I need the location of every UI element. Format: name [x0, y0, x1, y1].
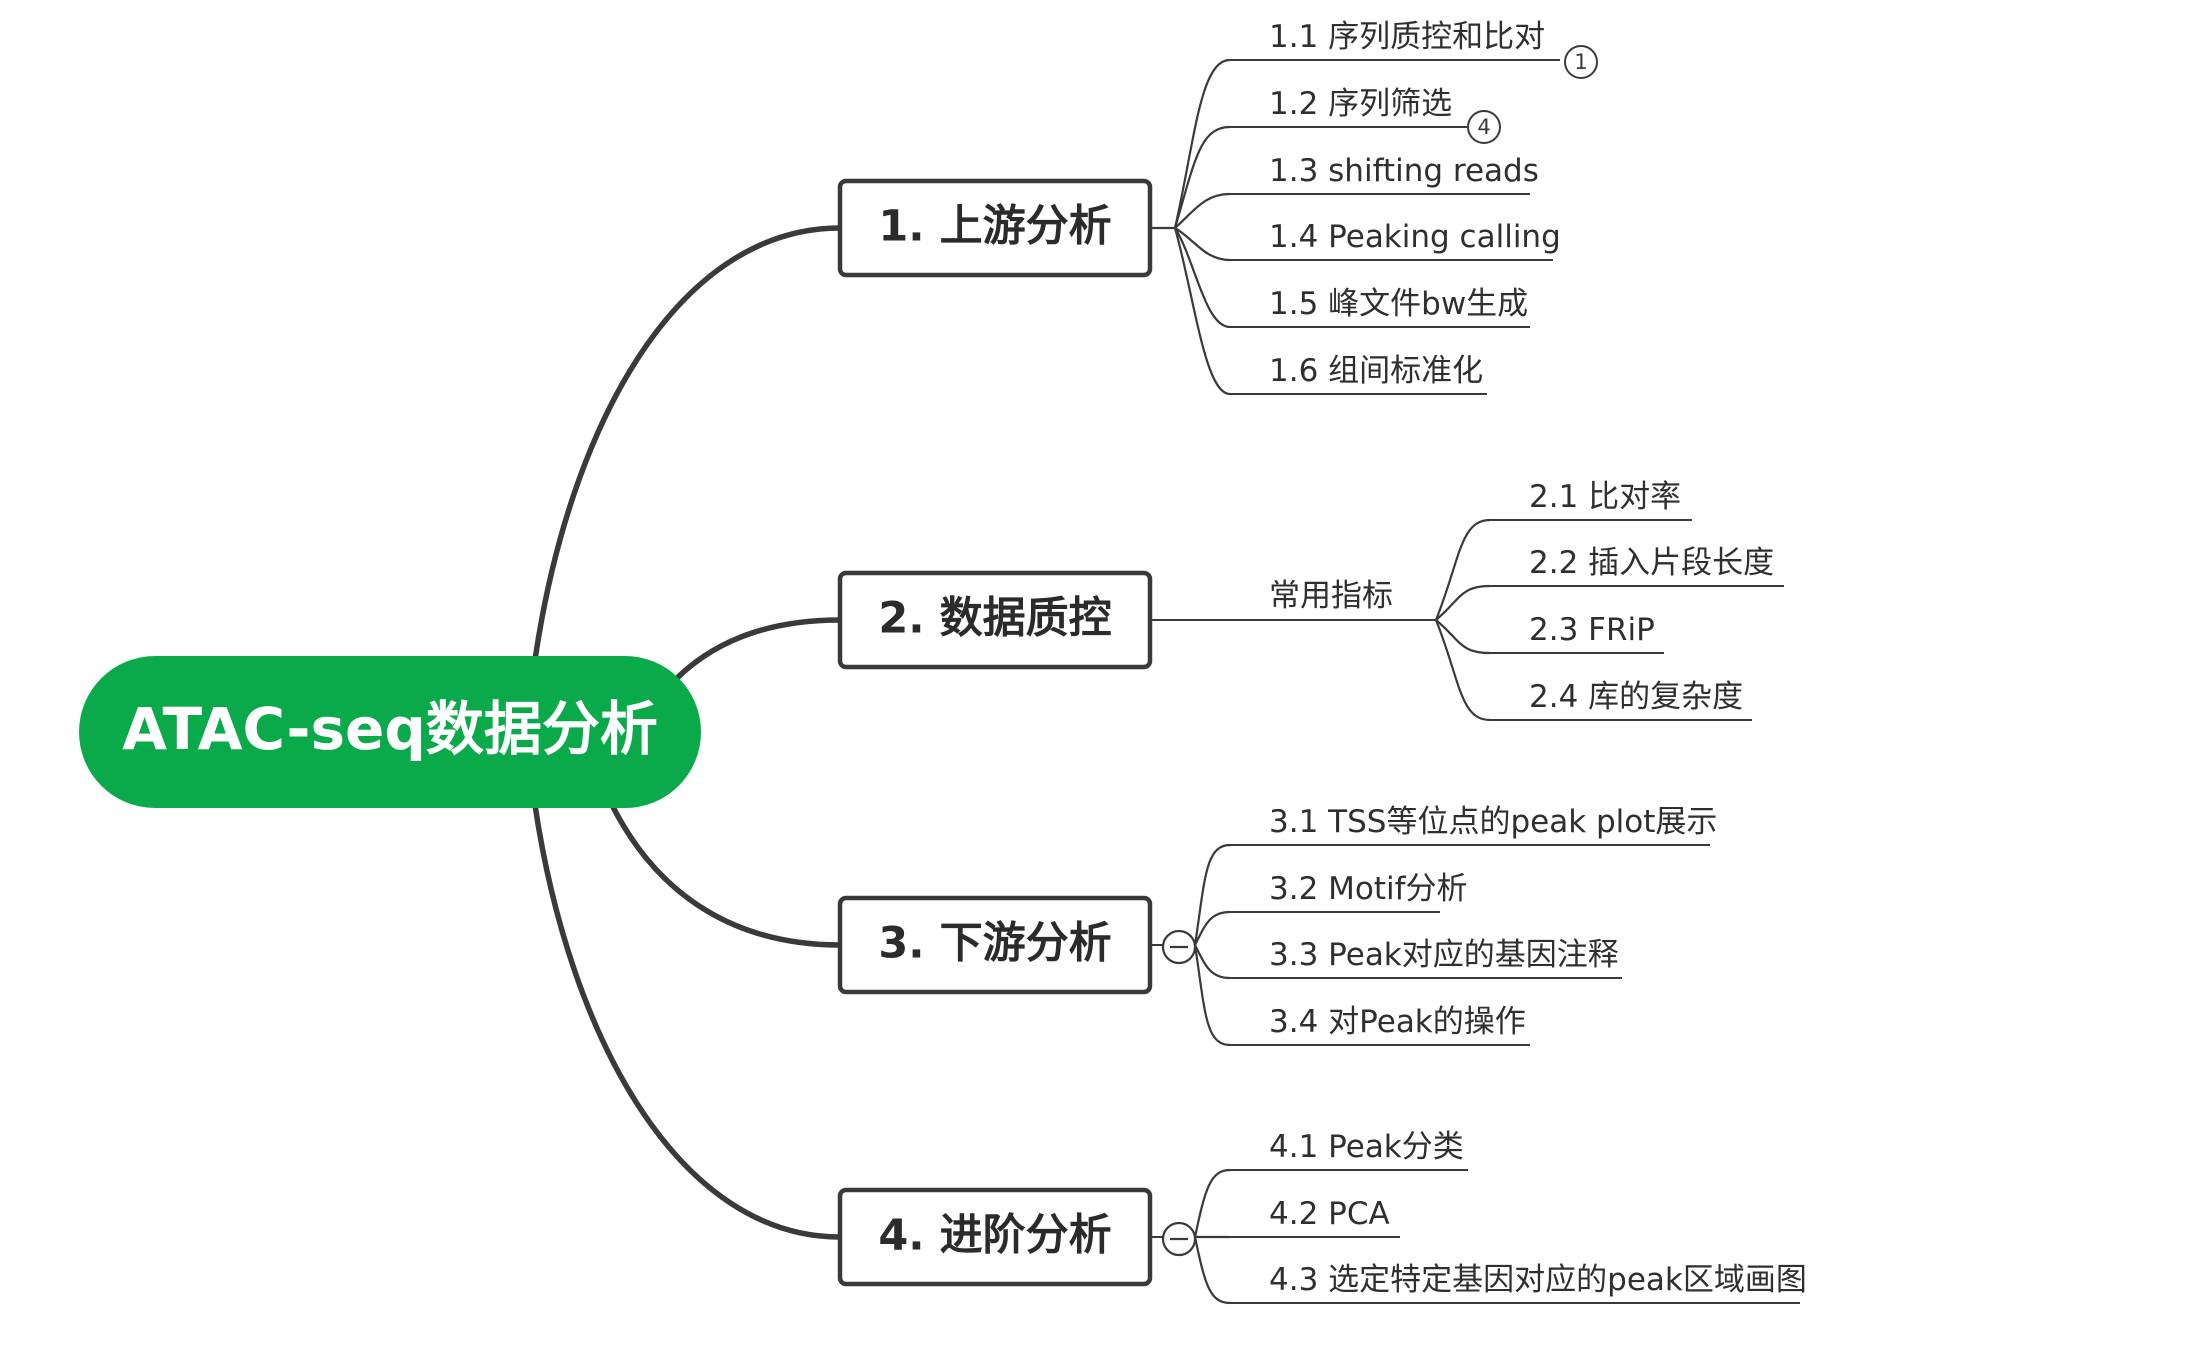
leaf-3-4[interactable]: 3.4 对Peak的操作	[1230, 1004, 1530, 1046]
leaf-1-1-label: 1.1 序列质控和比对	[1269, 19, 1545, 55]
leaf-4-1-label: 4.1 Peak分类	[1269, 1129, 1464, 1165]
root-node[interactable]: ATAC-seq数据分析	[79, 656, 701, 808]
leaf-1-3-label: 1.3 shifting reads	[1269, 153, 1539, 189]
leaf-2-3[interactable]: 2.3 FRiP	[1490, 612, 1664, 654]
leaf-1-5-label: 1.5 峰文件bw生成	[1269, 286, 1528, 322]
connector-root-branch-2	[673, 617, 841, 682]
subtopic-common-metrics[interactable]: 常用指标	[1269, 578, 1393, 614]
branch-data-qc[interactable]: 2. 数据质控	[837, 570, 1153, 670]
leaf-1-4-label: 1.4 Peaking calling	[1269, 219, 1561, 255]
leaf-1-2-marker-text: 4	[1477, 115, 1490, 139]
leaf-2-1[interactable]: 2.1 比对率	[1490, 479, 1692, 521]
connector-1-2	[1173, 125, 1231, 229]
leaf-4-3-label: 4.3 选定特定基因对应的peak区域画图	[1269, 1262, 1807, 1298]
connector-root-branch-1	[532, 225, 841, 661]
leaf-3-1-label: 3.1 TSS等位点的peak plot展示	[1269, 804, 1717, 840]
connector-root-branch-3	[609, 803, 841, 948]
collapse-branch-4-button[interactable]	[1161, 1221, 1197, 1257]
leaf-2-2-label: 2.2 插入片段长度	[1529, 545, 1774, 581]
connector-2-1	[1434, 518, 1491, 621]
branch-advanced-analysis[interactable]: 4. 进阶分析	[837, 1187, 1153, 1287]
leaf-1-2-label: 1.2 序列筛选	[1269, 86, 1452, 122]
connector-3-1	[1193, 843, 1231, 946]
leaf-1-4[interactable]: 1.4 Peaking calling	[1230, 219, 1561, 261]
leaf-4-1[interactable]: 4.1 Peak分类	[1230, 1129, 1468, 1171]
root-title: ATAC-seq数据分析	[122, 695, 658, 763]
branch-upstream-analysis[interactable]: 1. 上游分析	[837, 178, 1153, 278]
leaf-1-6[interactable]: 1.6 组间标准化	[1230, 353, 1487, 395]
branch-upstream-analysis-label: 1. 上游分析	[878, 202, 1111, 252]
branch-downstream-analysis[interactable]: 3. 下游分析	[837, 895, 1153, 995]
leaf-3-2-label: 3.2 Motif分析	[1269, 871, 1468, 907]
connector-3-2	[1194, 910, 1231, 946]
leaf-4-3[interactable]: 4.3 选定特定基因对应的peak区域画图	[1230, 1262, 1807, 1304]
leaf-3-4-label: 3.4 对Peak的操作	[1269, 1004, 1526, 1040]
leaf-4-2-label: 4.2 PCA	[1269, 1196, 1390, 1232]
leaf-3-2[interactable]: 3.2 Motif分析	[1230, 871, 1468, 913]
collapse-branch-3-button[interactable]	[1161, 929, 1197, 965]
leaf-4-2[interactable]: 4.2 PCA	[1230, 1196, 1400, 1238]
leaf-2-2[interactable]: 2.2 插入片段长度	[1490, 545, 1784, 587]
leaf-3-1[interactable]: 3.1 TSS等位点的peak plot展示	[1230, 804, 1717, 846]
branch-data-qc-label: 2. 数据质控	[878, 594, 1111, 644]
leaf-1-2[interactable]: 1.2 序列筛选	[1230, 86, 1467, 128]
connector-root-branch-4	[532, 804, 841, 1240]
leaf-2-4[interactable]: 2.4 库的复杂度	[1490, 679, 1752, 721]
leaf-1-1-marker[interactable]: 1	[1564, 45, 1598, 79]
connector-1-1	[1173, 58, 1231, 229]
connector-4-3	[1193, 1236, 1231, 1305]
branch-advanced-analysis-label: 4. 进阶分析	[878, 1211, 1111, 1261]
connector-1-6	[1173, 227, 1231, 396]
connector-2-4	[1434, 619, 1491, 722]
connector-3-3	[1194, 944, 1231, 980]
connector-2-3	[1435, 619, 1491, 655]
connector-1-4	[1174, 227, 1231, 262]
leaf-1-1-marker-text: 1	[1574, 50, 1587, 74]
branch-downstream-analysis-label: 3. 下游分析	[878, 919, 1111, 969]
leaf-1-2-marker[interactable]: 4	[1467, 110, 1501, 144]
leaf-1-6-label: 1.6 组间标准化	[1269, 353, 1483, 389]
connector-1-5	[1174, 227, 1231, 329]
leaf-1-3[interactable]: 1.3 shifting reads	[1230, 153, 1539, 195]
leaf-2-1-label: 2.1 比对率	[1529, 479, 1681, 515]
subtopic-common-metrics-label: 常用指标	[1269, 578, 1393, 614]
leaf-3-3[interactable]: 3.3 Peak对应的基因注释	[1230, 937, 1622, 979]
leaf-2-3-label: 2.3 FRiP	[1529, 612, 1655, 648]
leaf-1-5[interactable]: 1.5 峰文件bw生成	[1230, 286, 1530, 328]
leaf-3-3-label: 3.3 Peak对应的基因注释	[1269, 937, 1619, 973]
leaf-2-4-label: 2.4 库的复杂度	[1529, 679, 1743, 715]
connector-3-4	[1193, 944, 1231, 1047]
leaf-1-1[interactable]: 1.1 序列质控和比对	[1230, 19, 1560, 61]
connector-4-1	[1193, 1168, 1231, 1238]
connector-2-2	[1435, 584, 1491, 621]
connector-1-3	[1174, 192, 1231, 229]
